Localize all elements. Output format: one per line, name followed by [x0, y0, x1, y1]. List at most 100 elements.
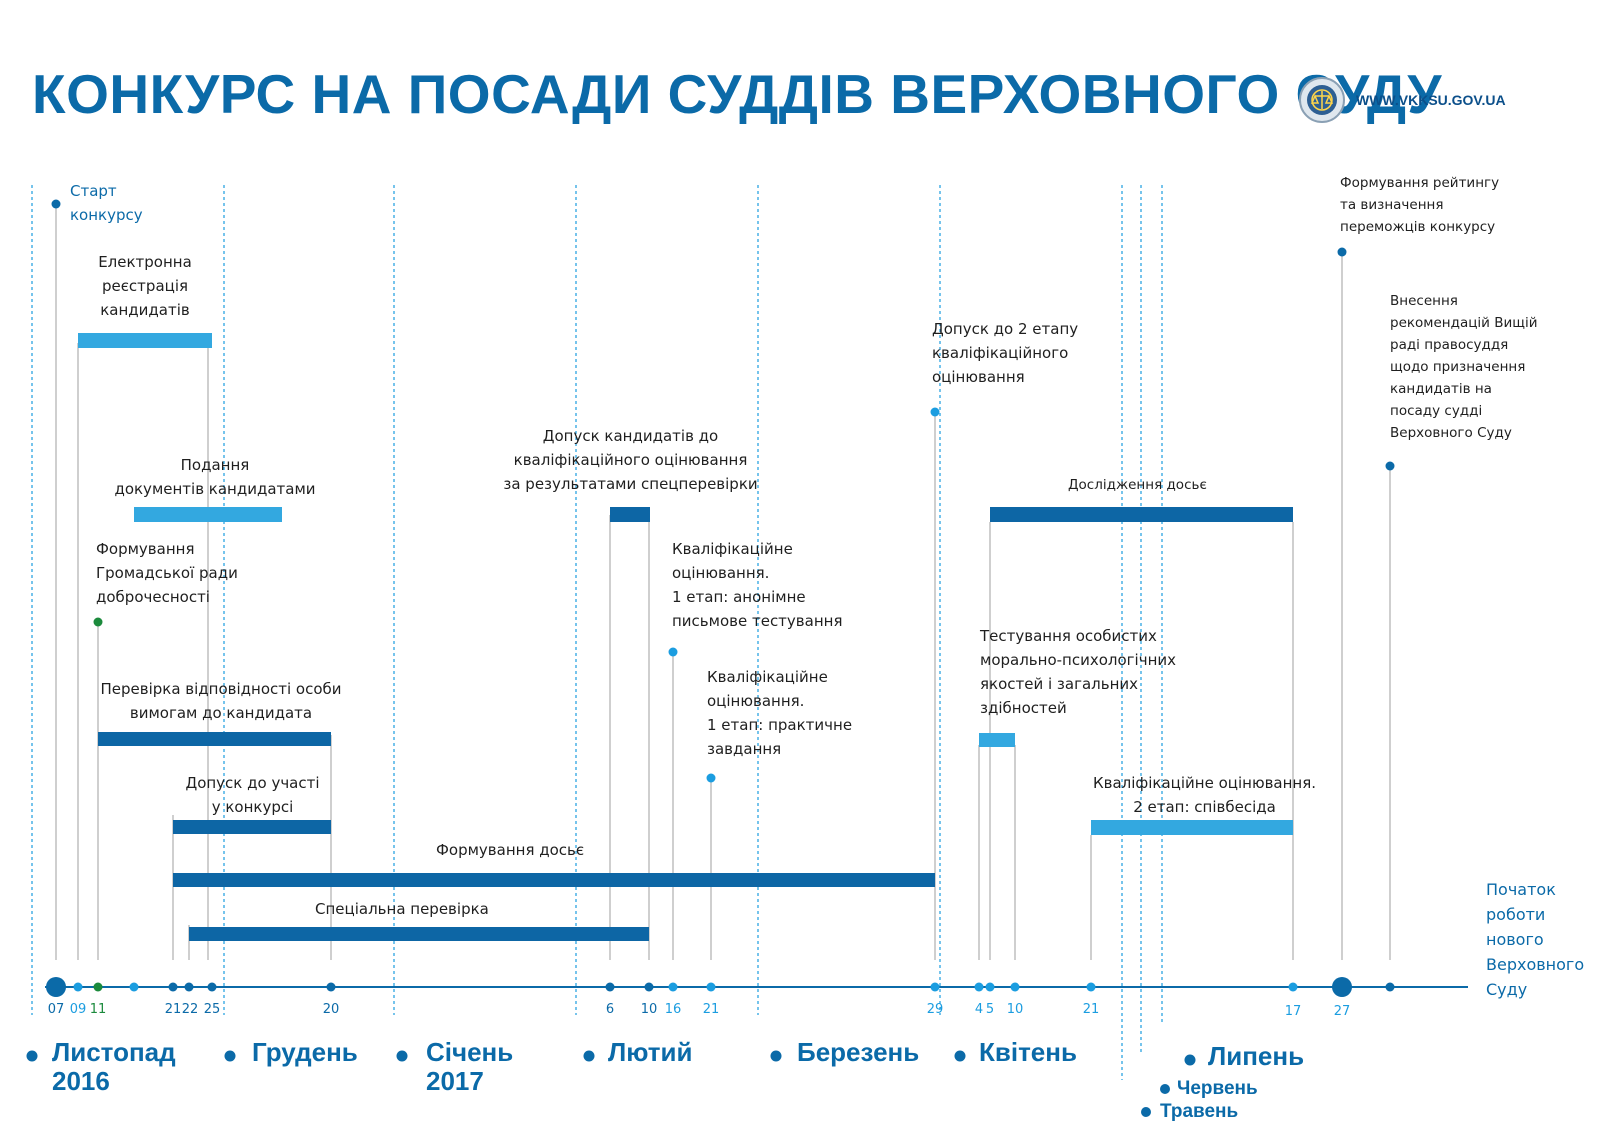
- bar-dossier-forming: [173, 873, 935, 887]
- month-label-dec: Грудень: [252, 1037, 358, 1067]
- axis-dot-27: [1332, 977, 1352, 997]
- axis-dot-29: [930, 982, 940, 992]
- axis-dot-unlabeled: [129, 982, 139, 992]
- month-label-jul: Липень: [1208, 1041, 1305, 1071]
- axis-dot-16: [668, 982, 678, 992]
- bar-admission-qual: [610, 507, 650, 522]
- date-label: 22: [181, 1002, 199, 1017]
- marker-start: [51, 199, 61, 209]
- marker-rating: [1337, 247, 1347, 257]
- month-label-apr: Квітень: [979, 1037, 1077, 1067]
- marker-recommendations: [1385, 461, 1395, 471]
- bar-special-check: [189, 927, 649, 941]
- date-label: 17: [1284, 1004, 1302, 1019]
- website-link[interactable]: WWW.VKKSU.GOV.UA: [1356, 92, 1506, 108]
- axis-dot-4: [974, 982, 984, 992]
- axis-dot-22: [184, 982, 194, 992]
- marker-council: [93, 617, 103, 627]
- month-label-jun: Червень: [1177, 1078, 1258, 1099]
- month-dot-jun: [1160, 1084, 1170, 1094]
- axis-dot-10b: [1010, 982, 1020, 992]
- bar-dossier-study: [990, 507, 1293, 522]
- date-label: 29: [926, 1002, 944, 1017]
- axis-dot-17: [1288, 982, 1298, 992]
- date-label: 4: [974, 1002, 984, 1017]
- date-label: 27: [1333, 1004, 1351, 1019]
- axis-dot-10: [644, 982, 654, 992]
- date-label: 09: [69, 1002, 87, 1017]
- label-interview: Кваліфікаційне оцінювання.2 етап: співбе…: [1092, 774, 1317, 816]
- date-label: 5: [985, 1002, 995, 1017]
- month-dots: [26, 1050, 1196, 1117]
- emblem-logo: [1299, 77, 1345, 123]
- date-label: 21: [702, 1002, 720, 1017]
- month-dot-apr: [954, 1050, 966, 1062]
- axis-dot-11: [93, 982, 103, 992]
- date-label: 21: [164, 1002, 182, 1017]
- axis-dot-20: [326, 982, 336, 992]
- axis-dot-5: [985, 982, 995, 992]
- bar-registration: [78, 333, 212, 348]
- month-label-nov: Листопад 2016: [52, 1037, 176, 1096]
- event-markers: [51, 199, 1395, 783]
- bar-admission: [173, 820, 331, 834]
- month-label-mar: Березень: [797, 1037, 920, 1067]
- date-label: 11: [89, 1002, 107, 1017]
- marker-stage2: [930, 407, 940, 417]
- month-label-may: Травень: [1160, 1101, 1239, 1122]
- month-dot-nov: [26, 1050, 38, 1062]
- month-dot-feb: [583, 1050, 595, 1062]
- axis-dot-09: [73, 982, 83, 992]
- date-label: 10: [640, 1002, 658, 1017]
- label-dossier-forming: Формування досьє: [436, 841, 585, 859]
- connector-lines: [55, 202, 1391, 960]
- month-dot-may: [1141, 1107, 1151, 1117]
- month-label-feb: Лютий: [608, 1037, 693, 1067]
- marker-anon-test: [668, 647, 678, 657]
- bar-psych-test: [979, 733, 1015, 747]
- date-label: 25: [203, 1002, 221, 1017]
- axis-dot-6: [605, 982, 615, 992]
- page-title: КОНКУРС НА ПОСАДИ СУДДІВ ВЕРХОВНОГО СУДУ: [32, 63, 1442, 125]
- date-label: 20: [322, 1002, 340, 1017]
- label-special-check: Спеціальна перевірка: [315, 900, 489, 918]
- date-label: 21: [1082, 1002, 1100, 1017]
- month-label-jan: Січень 2017: [426, 1037, 514, 1096]
- axis-dot-21b: [706, 982, 716, 992]
- axis-dot-21c: [1086, 982, 1096, 992]
- bar-compliance: [98, 732, 331, 746]
- axis-dot-end: [1385, 982, 1395, 992]
- bar-documents: [134, 507, 282, 522]
- month-dot-jan: [396, 1050, 408, 1062]
- marker-practical: [706, 773, 716, 783]
- timeline-bars: [78, 333, 1293, 941]
- axis-dot-07: [46, 977, 66, 997]
- date-label: 16: [664, 1002, 682, 1017]
- date-label: 6: [605, 1002, 615, 1017]
- axis-dot-25: [207, 982, 217, 992]
- bar-interview: [1091, 820, 1293, 835]
- axis-dot-21: [168, 982, 178, 992]
- date-label: 10: [1006, 1002, 1024, 1017]
- label-dossier-study: Дослідження досьє: [1068, 477, 1207, 493]
- month-dot-jul: [1184, 1054, 1196, 1066]
- month-dot-mar: [770, 1050, 782, 1062]
- month-dot-dec: [224, 1050, 236, 1062]
- axis-dots: [46, 977, 1395, 997]
- date-label: 07: [47, 1002, 65, 1017]
